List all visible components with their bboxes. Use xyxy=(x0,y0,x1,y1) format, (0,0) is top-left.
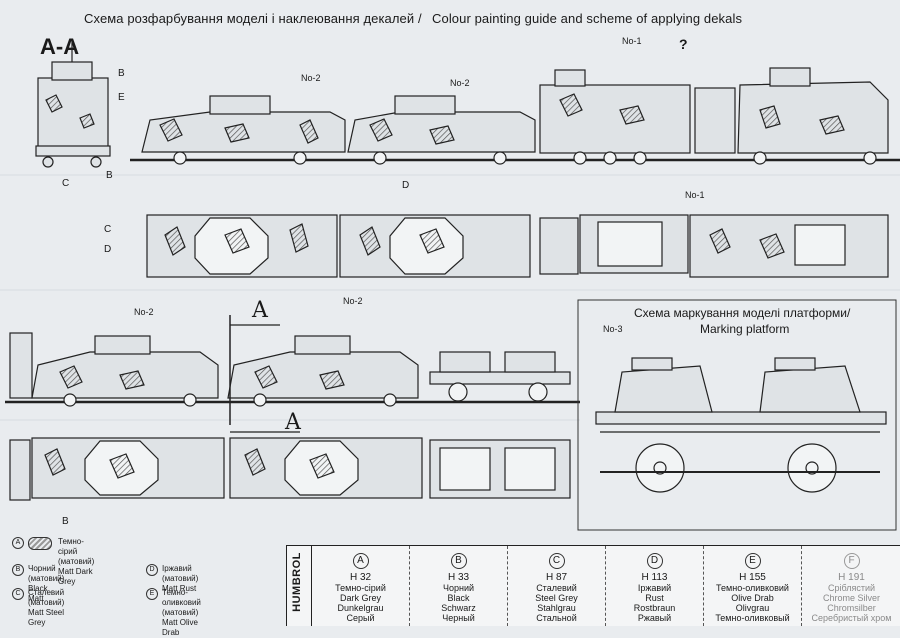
header-title-en: Colour painting guide and scheme of appl… xyxy=(432,11,743,26)
decal-note-no3: No-3 xyxy=(603,324,623,334)
callout-d-2: D xyxy=(104,244,112,255)
decal-note-no2-mid: No-2 xyxy=(450,78,470,88)
humbrol-col-c: C H 87 Сталевий Steel Grey Stahlgrau Ста… xyxy=(508,546,606,626)
section-mark-bottom: A xyxy=(285,410,301,435)
callout-b: B xyxy=(118,68,125,79)
humbrol-col-f: F H 191 Сріблястий Chrome Silver Chromsi… xyxy=(811,553,892,623)
instruction-sheet: Схема розфарбування моделі і наклеювання… xyxy=(0,11,900,637)
section-view xyxy=(35,40,111,168)
train-top-view-2 xyxy=(9,437,571,501)
train-side-view-2 xyxy=(5,315,580,433)
callout-b-3: B xyxy=(62,516,69,527)
humbrol-col-d: D H 113 Іржавий Rust Rostbraun Ржавый xyxy=(606,546,704,626)
legend-swatch-a xyxy=(28,537,52,550)
schematic-drawings xyxy=(0,40,900,531)
platform-title-en: Marking platform xyxy=(700,322,790,336)
marking-platform-frame xyxy=(577,299,897,531)
humbrol-col-a: A H 32 Темно-сірий Dark Grey Dunkelgrau … xyxy=(312,546,410,626)
marking-platform-drawing xyxy=(595,357,887,493)
callout-b-2: B xyxy=(106,170,113,181)
decal-note-no1-right: No-1 xyxy=(685,190,705,200)
header-title-ua: Схема розфарбування моделі і наклеювання… xyxy=(84,11,422,26)
callout-e: E xyxy=(118,92,125,103)
decal-note-no2-top: No-2 xyxy=(301,73,321,83)
callout-d: D xyxy=(402,180,410,191)
platform-title-ua: Схема маркування моделі платформи/ xyxy=(634,306,851,320)
legend-item-b: B Чорний (матовий)Black Matt xyxy=(12,564,64,604)
legend-item-c: C Сталевий (матовий)Matt Steel Grey xyxy=(12,588,64,628)
humbrol-label: HUMBROL xyxy=(287,546,312,626)
background-grid xyxy=(0,174,900,421)
train-side-view-1 xyxy=(130,67,900,165)
question-mark-note: ? xyxy=(679,36,688,52)
legend-item-e: E Темно-оливковий (матовий)Matt Olive Dr… xyxy=(146,588,201,638)
callout-c: C xyxy=(62,178,70,189)
section-mark-top: A xyxy=(252,298,268,323)
humbrol-col-e: E H 155 Темно-оливковий Olive Drab Olivg… xyxy=(704,546,802,626)
legend-item-d: D Іржавий (матовий)Matt Rust xyxy=(146,564,198,594)
decal-note-no2-left: No-2 xyxy=(134,307,154,317)
decal-note-no1-top: No-1 xyxy=(622,36,642,46)
humbrol-table: HUMBROL A H 32 Темно-сірий Dark Grey Dun… xyxy=(286,545,900,626)
callout-c-2: C xyxy=(104,224,112,235)
decal-note-no2-right: No-2 xyxy=(343,296,363,306)
legend-item-a: A Темно-сірий (матовий)Matt Dark Grey xyxy=(12,537,94,587)
humbrol-col-b: B H 33 Чорний Black Schwarz Черный xyxy=(410,546,508,626)
train-top-view-1 xyxy=(146,214,889,278)
